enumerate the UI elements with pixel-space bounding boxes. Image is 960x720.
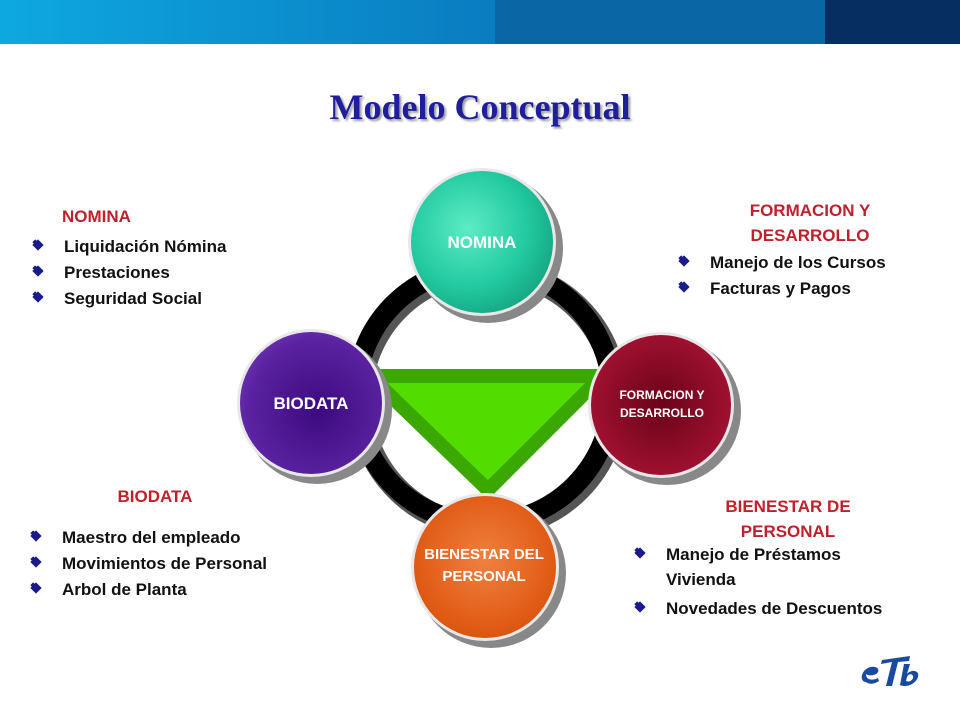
list-item: Liquidación Nómina [32,234,226,259]
list-item: Novedades de Descuentos [634,596,896,621]
section-biodata-list: Maestro del empleado Movimientos de Pers… [30,525,267,603]
section-nomina-list: Liquidación Nómina Prestaciones Segurida… [32,234,226,312]
diamond-bullet-icon [32,239,44,251]
diamond-bullet-icon [678,255,690,267]
banner-segment-mid [495,0,825,44]
diamond-bullet-icon [30,530,42,542]
section-nomina-heading: NOMINA [62,207,131,226]
banner-segment-light [0,0,495,44]
node-biodata-label: BIODATA [273,394,349,413]
top-banner [0,0,960,44]
node-biodata [240,332,382,474]
node-formacion-label: FORMACION Y DESARROLLO [590,386,734,422]
diamond-bullet-icon [30,556,42,568]
node-bienestar-label-line2: PERSONAL [442,568,526,585]
section-bienestar-heading: BIENESTAR DE PERSONAL [725,497,851,541]
section-formacion-list: Manejo de los Cursos Facturas y Pagos [678,250,886,302]
node-bienestar [414,496,556,638]
list-item: Manejo de los Cursos [678,250,886,275]
page-title: Modelo Conceptual [329,87,631,127]
diamond-bullet-icon [678,281,690,293]
section-biodata-heading: BIODATA [117,487,193,506]
diamond-bullet-icon [32,291,44,303]
list-item: Maestro del empleado [30,525,267,550]
etb-logo-icon [861,656,919,687]
list-item: Prestaciones [32,260,226,285]
section-bienestar-list: Manejo de Préstamos Vivienda Novedades d… [634,542,896,622]
list-item: Movimientos de Personal [30,551,267,576]
banner-segment-dark [825,0,960,44]
list-item: Manejo de Préstamos Vivienda [634,542,896,592]
node-nomina [411,171,553,313]
node-bienestar-label: BIENESTAR DEL PERSONAL [404,544,564,588]
node-nomina-label: NOMINA [447,233,517,252]
section-formacion-heading: FORMACION Y DESARROLLO [749,201,871,245]
node-bienestar-label-line1: BIENESTAR DEL [424,546,544,563]
diamond-bullet-icon [32,265,44,277]
list-item: Arbol de Planta [30,577,267,602]
node-formacion [591,335,731,475]
diamond-bullet-icon [634,547,646,559]
list-item: Facturas y Pagos [678,276,886,301]
diamond-bullet-icon [634,601,646,613]
node-formacion-label-line2: DESARROLLO [620,406,704,420]
diamond-bullet-icon [30,582,42,594]
central-triangle [352,369,619,500]
list-item: Seguridad Social [32,286,226,311]
node-formacion-label-line1: FORMACION Y [619,388,705,402]
